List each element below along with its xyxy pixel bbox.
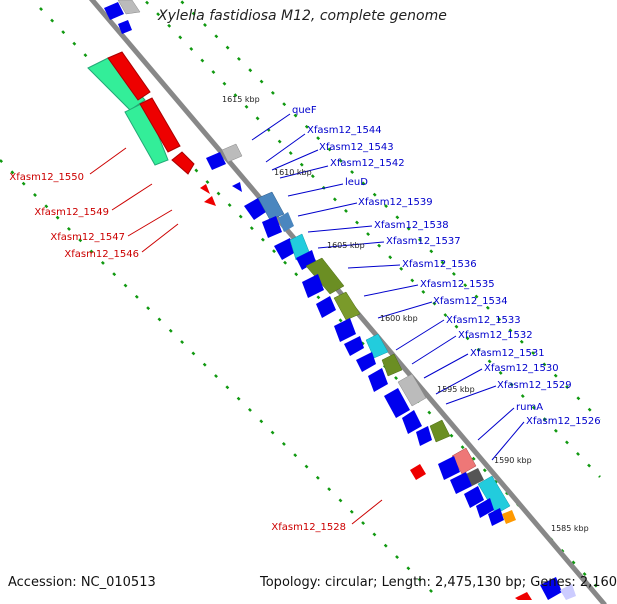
kbp-ticks: 1615 kbp 1610 kbp 1605 kbp 1600 kbp 1595… (222, 95, 589, 533)
label-1529[interactable]: Xfasm12_1529 (497, 380, 572, 391)
gene-bottom-lilac[interactable] (560, 584, 576, 600)
label-1537[interactable]: Xfasm12_1537 (386, 236, 461, 247)
right-label-leaders (251, 113, 525, 461)
gene-1550-segment-b[interactable] (124, 101, 169, 166)
label-1533[interactable]: Xfasm12_1533 (446, 315, 521, 326)
gene-1534[interactable] (333, 291, 361, 321)
gene-1549-segment-b[interactable] (139, 97, 181, 153)
guide-tracks (0, 0, 601, 601)
gene-1529[interactable] (402, 410, 422, 434)
gene-1525-a[interactable] (464, 486, 484, 508)
label-leud[interactable]: leuD (345, 177, 368, 188)
gene-1544[interactable] (221, 143, 243, 163)
gene-1526-dark[interactable] (466, 468, 484, 486)
gene-1526-a[interactable] (438, 456, 460, 480)
label-1535[interactable]: Xfasm12_1535 (420, 279, 495, 290)
label-quef[interactable]: queF (292, 105, 317, 116)
gene-1542[interactable] (244, 198, 266, 220)
right-gene-labels: queF Xfasm12_1544 Xfasm12_1543 Xfasm12_1… (292, 105, 601, 427)
gene-1531[interactable] (381, 353, 403, 377)
gene-1535-a[interactable] (302, 274, 324, 298)
label-1547[interactable]: Xfasm12_1547 (50, 232, 125, 243)
gene-1536[interactable] (305, 257, 345, 295)
label-1546[interactable]: Xfasm12_1546 (64, 249, 139, 260)
kbp-tick-1615: 1615 kbp (222, 95, 260, 104)
label-1530[interactable]: Xfasm12_1530 (484, 363, 559, 374)
gene-1536-a[interactable] (296, 250, 316, 270)
gene-bottom-red[interactable] (515, 592, 532, 600)
outer-left-guide (39, 7, 601, 591)
gene-1525-c[interactable] (488, 508, 504, 526)
gene-top-blue-2[interactable] (118, 20, 132, 34)
gene-1526-b[interactable] (450, 472, 472, 494)
gene-bottom-blue[interactable] (540, 577, 562, 600)
label-1528[interactable]: Xfasm12_1528 (271, 522, 346, 533)
label-1543[interactable]: Xfasm12_1543 (319, 142, 394, 153)
gene-1530-a[interactable] (368, 368, 388, 392)
label-1536[interactable]: Xfasm12_1536 (402, 259, 477, 270)
label-1534[interactable]: Xfasm12_1534 (433, 296, 508, 307)
gene-1532[interactable] (365, 333, 389, 359)
outer-right-guide (178, 0, 601, 421)
gene-1537[interactable] (274, 238, 296, 260)
label-1539[interactable]: Xfasm12_1539 (358, 197, 433, 208)
gene-1535[interactable] (316, 296, 336, 318)
gene-ruma[interactable] (451, 447, 477, 475)
gene-orange[interactable] (502, 510, 516, 524)
label-1531[interactable]: Xfasm12_1531 (470, 348, 545, 359)
gene-1549-segment-a[interactable] (107, 51, 151, 101)
gene-leud[interactable] (257, 191, 285, 221)
label-1544[interactable]: Xfasm12_1544 (307, 125, 382, 136)
genome-title: Xylella fastidiosa M12, complete genome (158, 8, 447, 24)
label-1550[interactable]: Xfasm12_1550 (9, 172, 84, 183)
gene-1538[interactable] (278, 212, 294, 232)
left-gene-labels: Xfasm12_1550 Xfasm12_1549 Xfasm12_1547 X… (9, 172, 346, 533)
gene-1533-a[interactable] (334, 318, 356, 342)
gene-top-blue-1[interactable] (104, 2, 124, 20)
kbp-tick-1595: 1595 kbp (437, 385, 475, 394)
gene-1528[interactable] (410, 464, 426, 480)
gene-quef[interactable] (206, 152, 226, 170)
label-1538[interactable]: Xfasm12_1538 (374, 220, 449, 231)
right-strand-genes (104, 2, 576, 600)
left-label-leaders (89, 147, 383, 525)
gene-1530[interactable] (397, 373, 427, 407)
gene-1546[interactable] (204, 196, 216, 206)
gene-1539[interactable] (262, 216, 282, 238)
label-1549[interactable]: Xfasm12_1549 (34, 207, 109, 218)
kbp-tick-1610: 1610 kbp (274, 168, 312, 177)
gene-small-red-1[interactable] (200, 184, 210, 194)
kbp-tick-1600: 1600 kbp (380, 314, 418, 323)
gene-1550-segment-a[interactable] (87, 57, 146, 111)
accession-text: Accession: NC_010513 (8, 575, 156, 590)
inner-right-guide (142, 0, 601, 478)
kbp-tick-1590: 1590 kbp (494, 456, 532, 465)
label-1542[interactable]: Xfasm12_1542 (330, 158, 405, 169)
topology-text: Topology: circular; Length: 2,475,130 bp… (260, 575, 617, 590)
gene-1527-a[interactable] (416, 426, 432, 446)
gene-1525-b[interactable] (476, 498, 494, 518)
kbp-tick-1585: 1585 kbp (551, 524, 589, 533)
left-strand-genes (87, 0, 532, 600)
gene-1533[interactable] (344, 336, 364, 356)
label-ruma[interactable]: rumA (516, 402, 543, 413)
gene-1528-right[interactable] (429, 419, 451, 443)
gene-1531-a[interactable] (356, 352, 376, 372)
label-1526[interactable]: Xfasm12_1526 (526, 416, 601, 427)
gene-top-grey[interactable] (117, 0, 141, 15)
gene-1547[interactable] (171, 151, 195, 175)
label-1532[interactable]: Xfasm12_1532 (458, 330, 533, 341)
gene-1529-a[interactable] (384, 388, 410, 418)
kbp-tick-1605: 1605 kbp (327, 241, 365, 250)
gene-1543[interactable] (232, 182, 242, 192)
